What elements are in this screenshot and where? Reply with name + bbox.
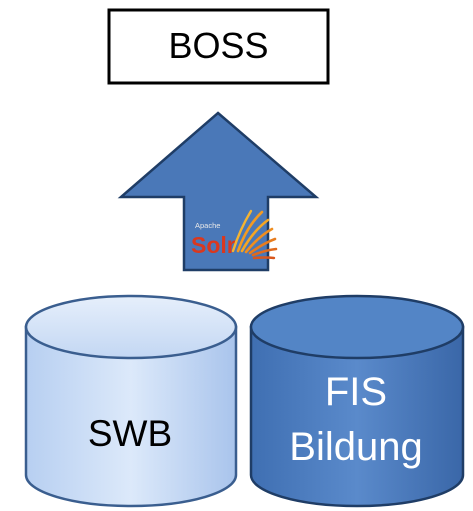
boss-box: BOSS xyxy=(107,8,330,85)
solr-logo: Apache Solr xyxy=(191,209,278,260)
solr-logo-text: Solr xyxy=(191,232,236,258)
fis-label-line1: FIS xyxy=(325,370,387,414)
swb-database: SWB xyxy=(24,294,238,508)
swb-label: SWB xyxy=(88,413,172,454)
fis-label-line2: Bildung xyxy=(289,425,422,469)
boss-label: BOSS xyxy=(168,25,268,66)
fis-bildung-database: FIS Bildung xyxy=(249,294,465,508)
solr-logo-prefix: Apache xyxy=(195,221,220,230)
solr-sun-icon xyxy=(231,209,278,260)
